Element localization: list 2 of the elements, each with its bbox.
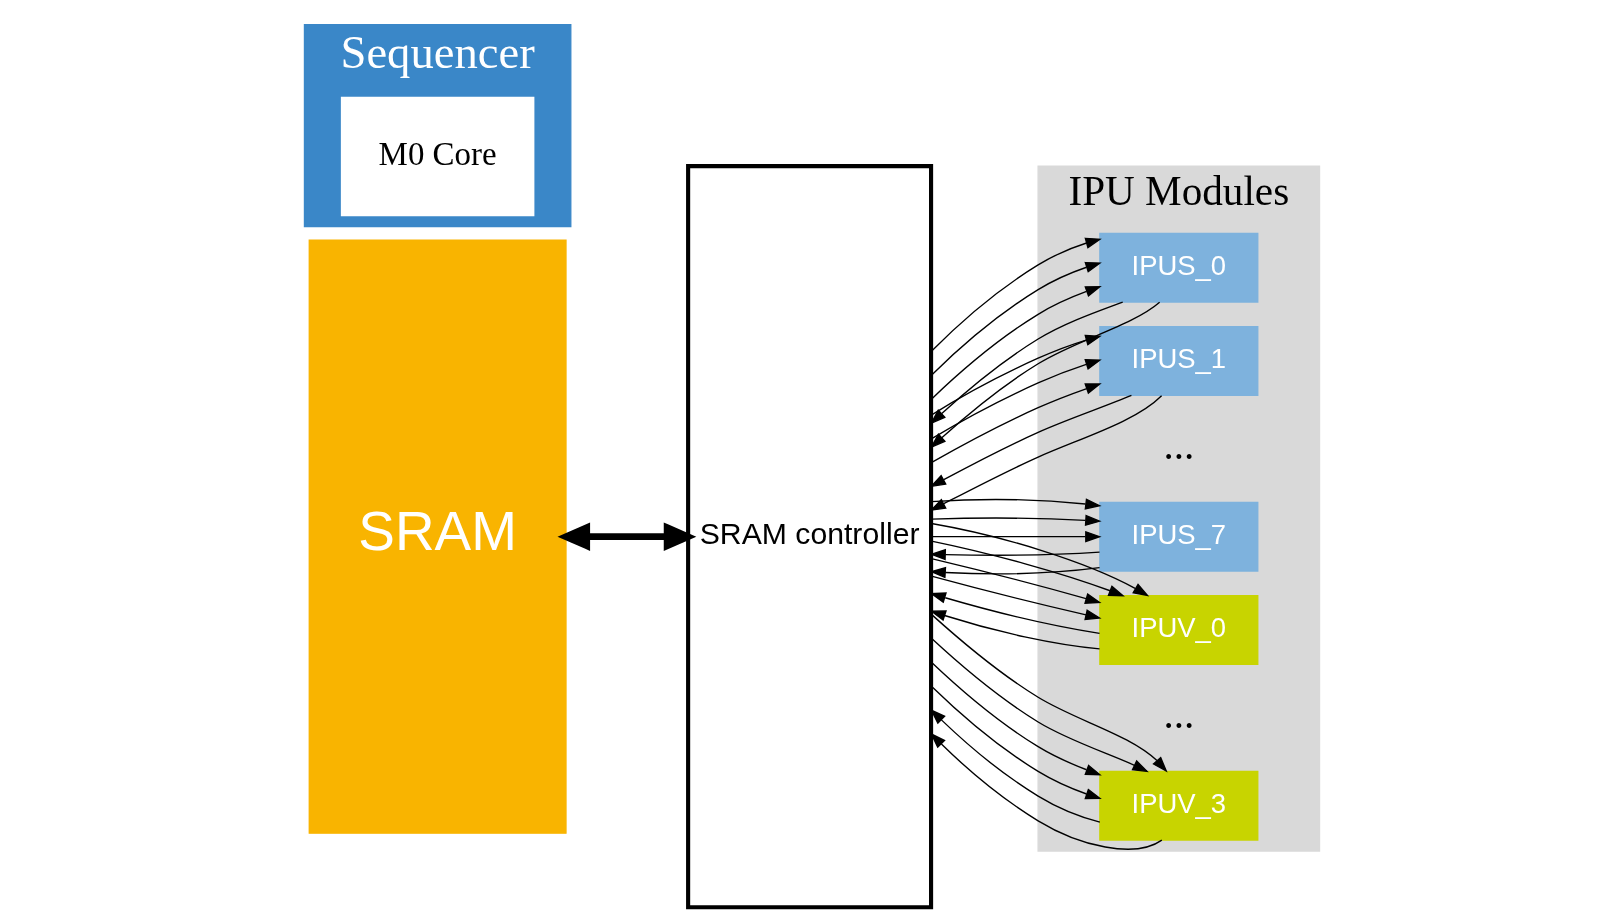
- label: ...: [1163, 422, 1195, 469]
- label: ...: [1163, 691, 1195, 738]
